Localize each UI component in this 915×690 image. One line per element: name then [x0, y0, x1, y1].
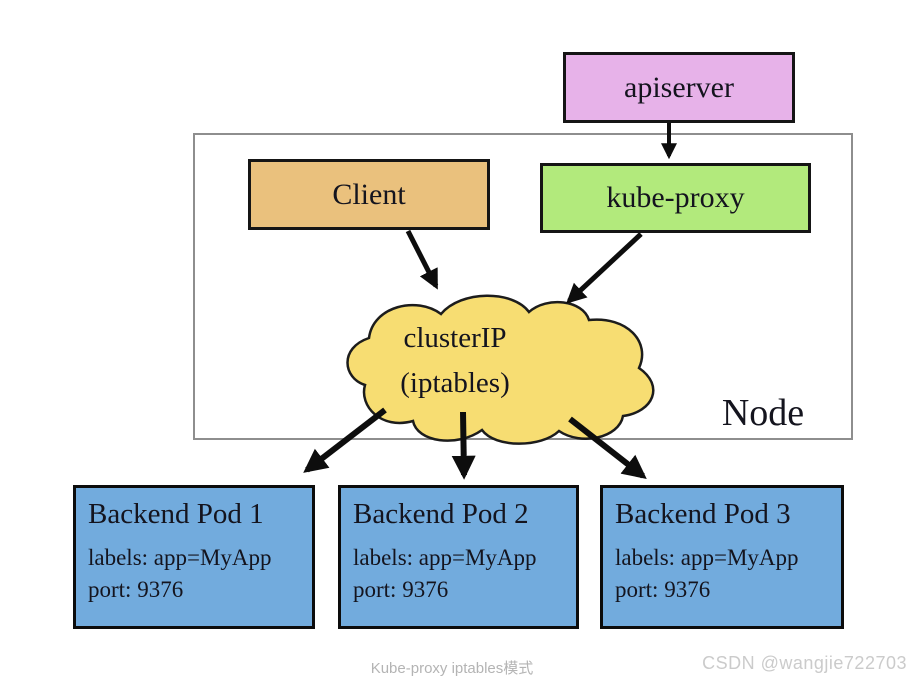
image-caption: Kube-proxy iptables模式: [370, 660, 534, 677]
pod-port: port: 9376: [353, 577, 449, 602]
cluster-ip-line1: clusterIP: [403, 322, 507, 354]
pod-labels: labels: app=MyApp: [615, 545, 799, 570]
pod-title: Backend Pod 3: [615, 498, 791, 530]
client-box: Client: [248, 159, 490, 230]
pod-title: Backend Pod 1: [88, 498, 264, 530]
backend-pod-2-box: Backend Pod 2 labels: app=MyApp port: 93…: [338, 485, 579, 629]
pod-title: Backend Pod 2: [353, 498, 529, 530]
backend-pod-3-box: Backend Pod 3 labels: app=MyApp port: 93…: [600, 485, 844, 629]
cluster-ip-label: clusterIP (iptables): [345, 316, 565, 406]
pod-labels: labels: app=MyApp: [353, 545, 537, 570]
pod-port: port: 9376: [615, 577, 711, 602]
pod-labels: labels: app=MyApp: [88, 545, 272, 570]
pod-port: port: 9376: [88, 577, 184, 602]
apiserver-box: apiserver: [563, 52, 795, 123]
kube-proxy-box: kube-proxy: [540, 163, 811, 233]
backend-pod-1-box: Backend Pod 1 labels: app=MyApp port: 93…: [73, 485, 315, 629]
cluster-ip-line2: (iptables): [400, 367, 510, 399]
csdn-watermark: CSDN @wangjie722703: [702, 653, 907, 673]
node-label: Node: [721, 392, 805, 434]
